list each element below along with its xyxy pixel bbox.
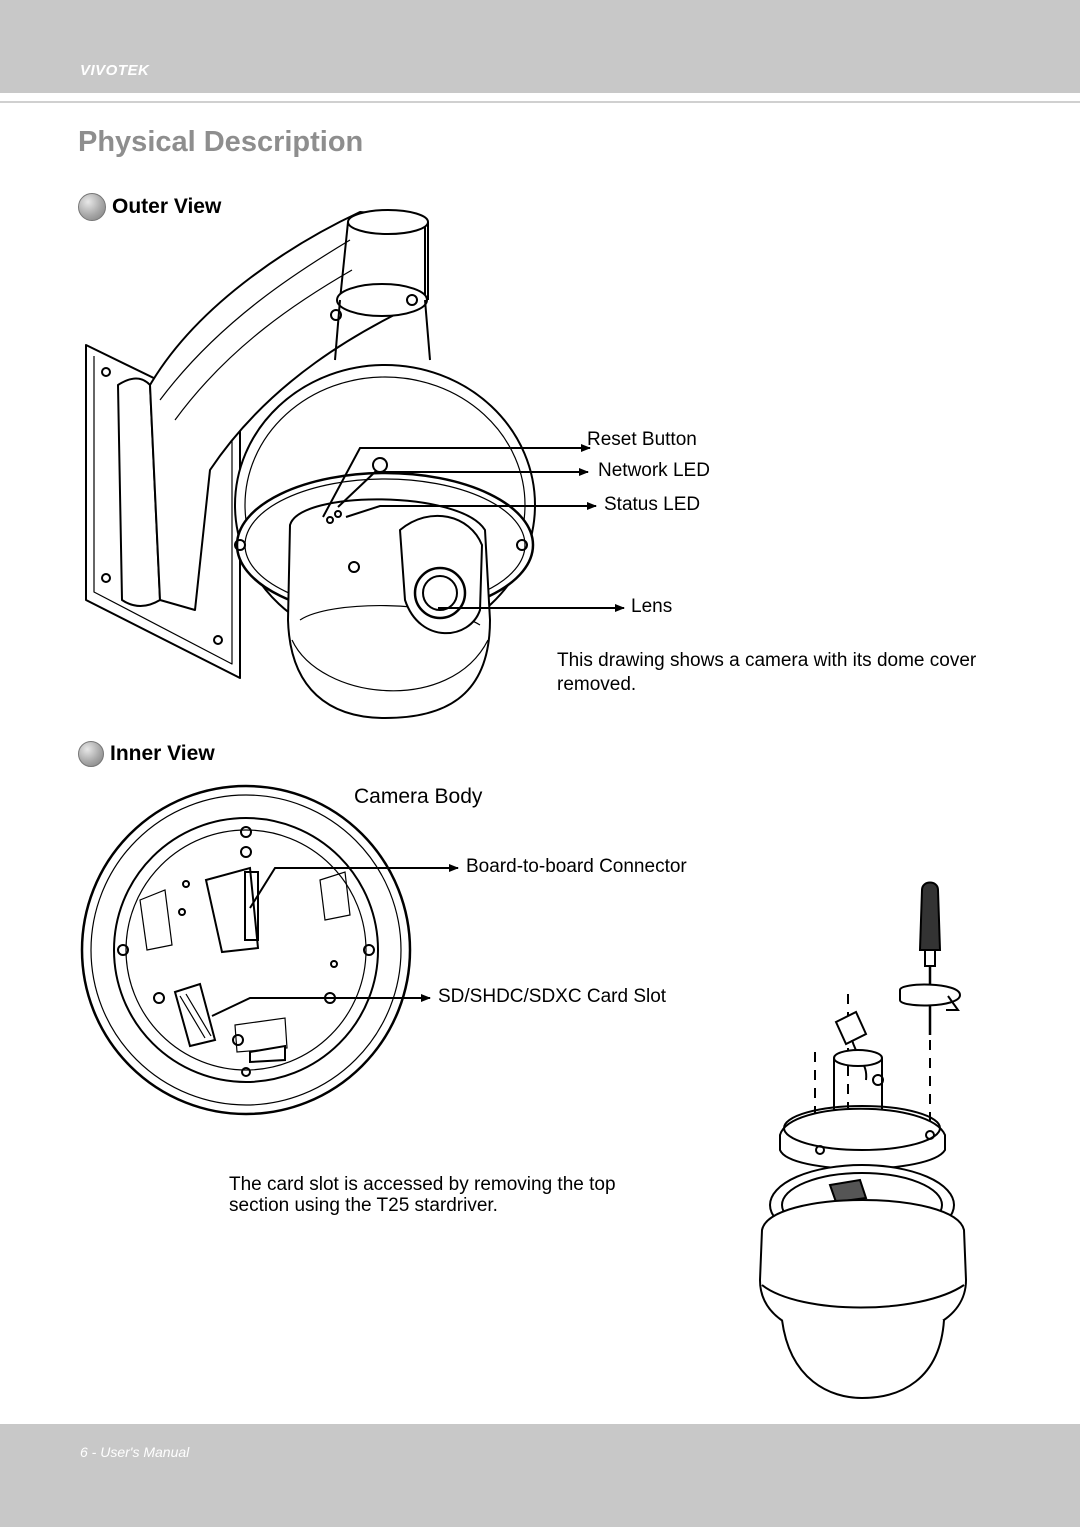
circle-bullet-icon — [78, 741, 104, 767]
circle-bullet-icon — [78, 193, 106, 221]
inner-view-heading-label: Inner View — [110, 742, 215, 765]
camera-body-label: Camera Body — [354, 785, 483, 808]
header-divider — [0, 101, 1080, 103]
network-led-label: Network LED — [598, 460, 710, 481]
inner-view-heading: Inner View — [78, 741, 215, 767]
outer-view-drawing — [85, 209, 536, 719]
reset-button-label: Reset Button — [587, 429, 697, 450]
inner-view-drawing — [80, 784, 412, 1116]
header-band — [0, 0, 1080, 93]
lens-label: Lens — [631, 596, 673, 617]
stardriver-drawing — [899, 881, 962, 1035]
outer-view-note: This drawing shows a camera with its dom… — [557, 650, 977, 695]
connector-label: Board-to-board Connector — [466, 856, 687, 877]
footer-page-label: 6 - User's Manual — [80, 1444, 190, 1460]
outer-view-heading-label: Outer View — [112, 195, 222, 218]
outer-view-heading: Outer View — [78, 193, 221, 221]
page-title: Physical Description — [78, 126, 364, 158]
footer-band — [0, 1424, 1080, 1527]
status-led-label: Status LED — [604, 494, 701, 515]
outer-view-callout-lines — [322, 444, 625, 612]
brand-logo: VIVOTEK — [80, 62, 150, 79]
inner-view-note: The card slot is accessed by removing th… — [229, 1174, 616, 1216]
card-slot-label: SD/SHDC/SDXC Card Slot — [438, 986, 667, 1007]
inner-view-callout-lines — [211, 864, 459, 1017]
removal-diagram — [758, 994, 968, 1400]
